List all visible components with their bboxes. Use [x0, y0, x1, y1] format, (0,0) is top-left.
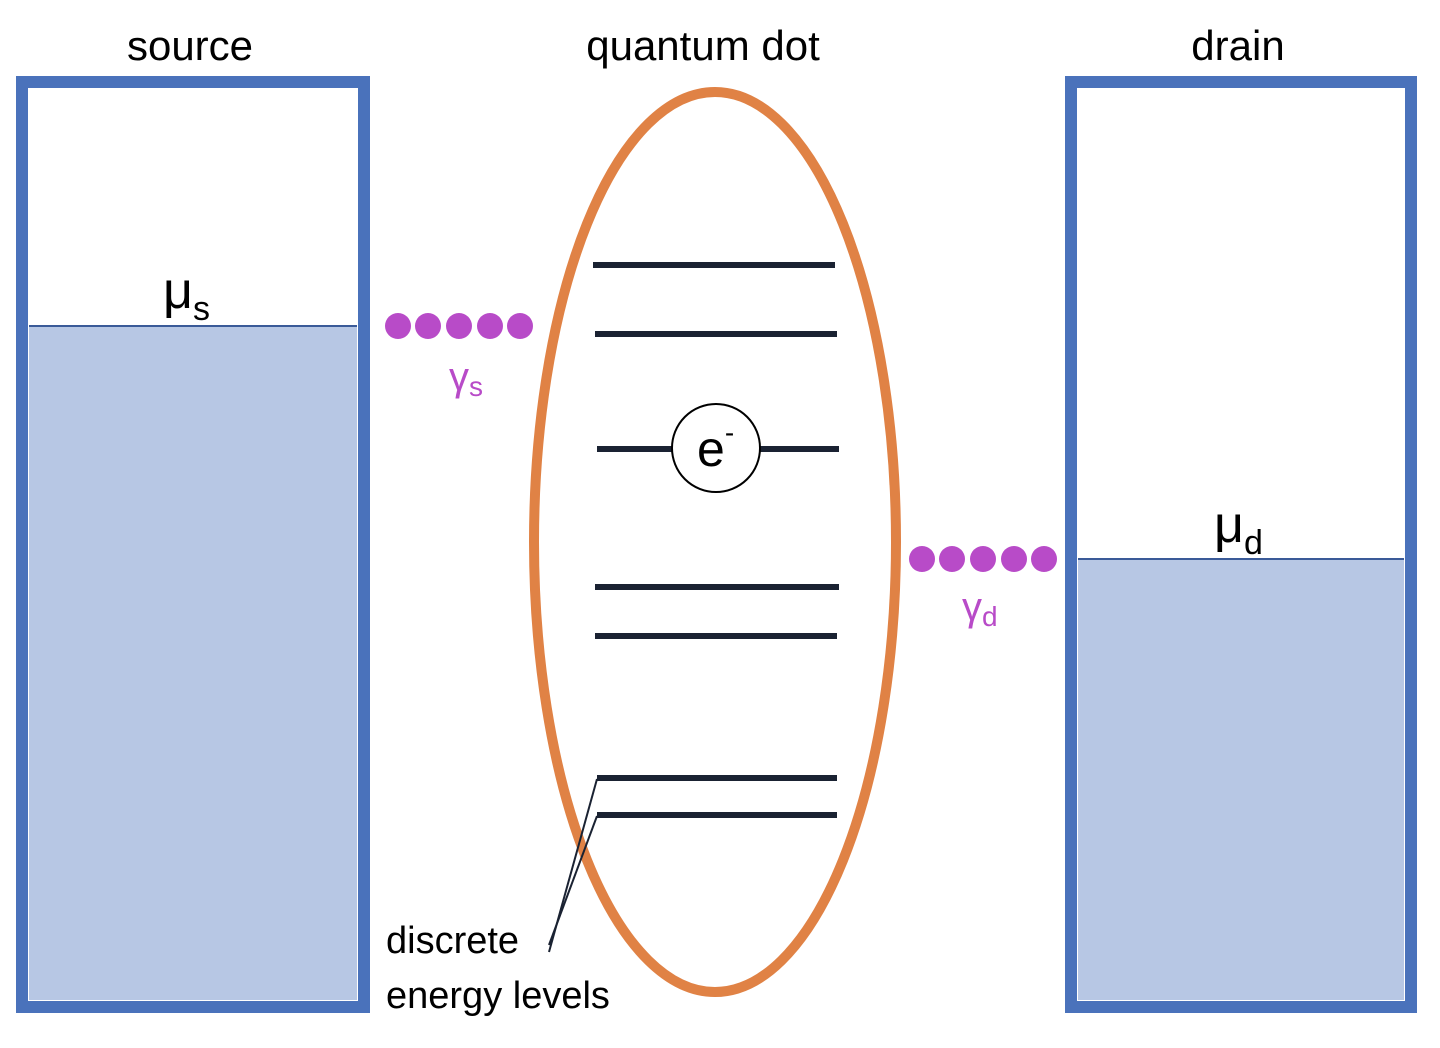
drain-reservoir: [1065, 76, 1417, 1013]
coupling-dot: [385, 313, 411, 339]
source-reservoir: [16, 76, 370, 1013]
source-coupling: [385, 313, 533, 339]
drain-title: drain: [1191, 22, 1284, 69]
mu-symbol: μ: [163, 262, 193, 320]
quantum-dot-title: quantum dot: [586, 22, 820, 69]
drain-filled-states: [1078, 559, 1404, 1000]
mu-subscript: d: [1244, 524, 1263, 562]
coupling-dot: [415, 313, 441, 339]
electron-label: e-: [697, 417, 734, 477]
electron: e-: [671, 403, 761, 493]
caption-line-1: discrete: [386, 920, 519, 962]
coupling-dot: [1031, 546, 1057, 572]
coupling-dot: [970, 546, 996, 572]
mu-symbol: μ: [1214, 496, 1244, 554]
electron-symbol: e: [697, 421, 725, 477]
source-title: source: [127, 22, 253, 69]
coupling-dot: [909, 546, 935, 572]
energy-levels: [593, 262, 839, 818]
coupling-dot: [1001, 546, 1027, 572]
quantum-dot-outline: [529, 87, 901, 997]
drain-chemical-potential: μd: [1214, 496, 1263, 562]
gamma-symbol: γ: [449, 355, 469, 399]
caption-line-2: energy levels: [386, 975, 610, 1017]
mu-subscript: s: [193, 290, 210, 328]
coupling-dot: [477, 313, 503, 339]
electron-charge: -: [725, 417, 734, 448]
source-coupling-label: γs: [449, 355, 483, 402]
coupling-dot: [507, 313, 533, 339]
drain-coupling-label: γd: [962, 585, 998, 632]
electron-circle: [671, 403, 761, 493]
coupling-dot: [446, 313, 472, 339]
source-filled-states: [29, 326, 357, 1000]
coupling-dot: [939, 546, 965, 572]
drain-coupling: [909, 546, 1057, 572]
gamma-subscript: s: [469, 371, 483, 402]
gamma-symbol: γ: [962, 585, 982, 629]
gamma-subscript: d: [982, 601, 998, 632]
caption-leader-line: [548, 815, 598, 946]
source-chemical-potential: μs: [163, 262, 210, 328]
